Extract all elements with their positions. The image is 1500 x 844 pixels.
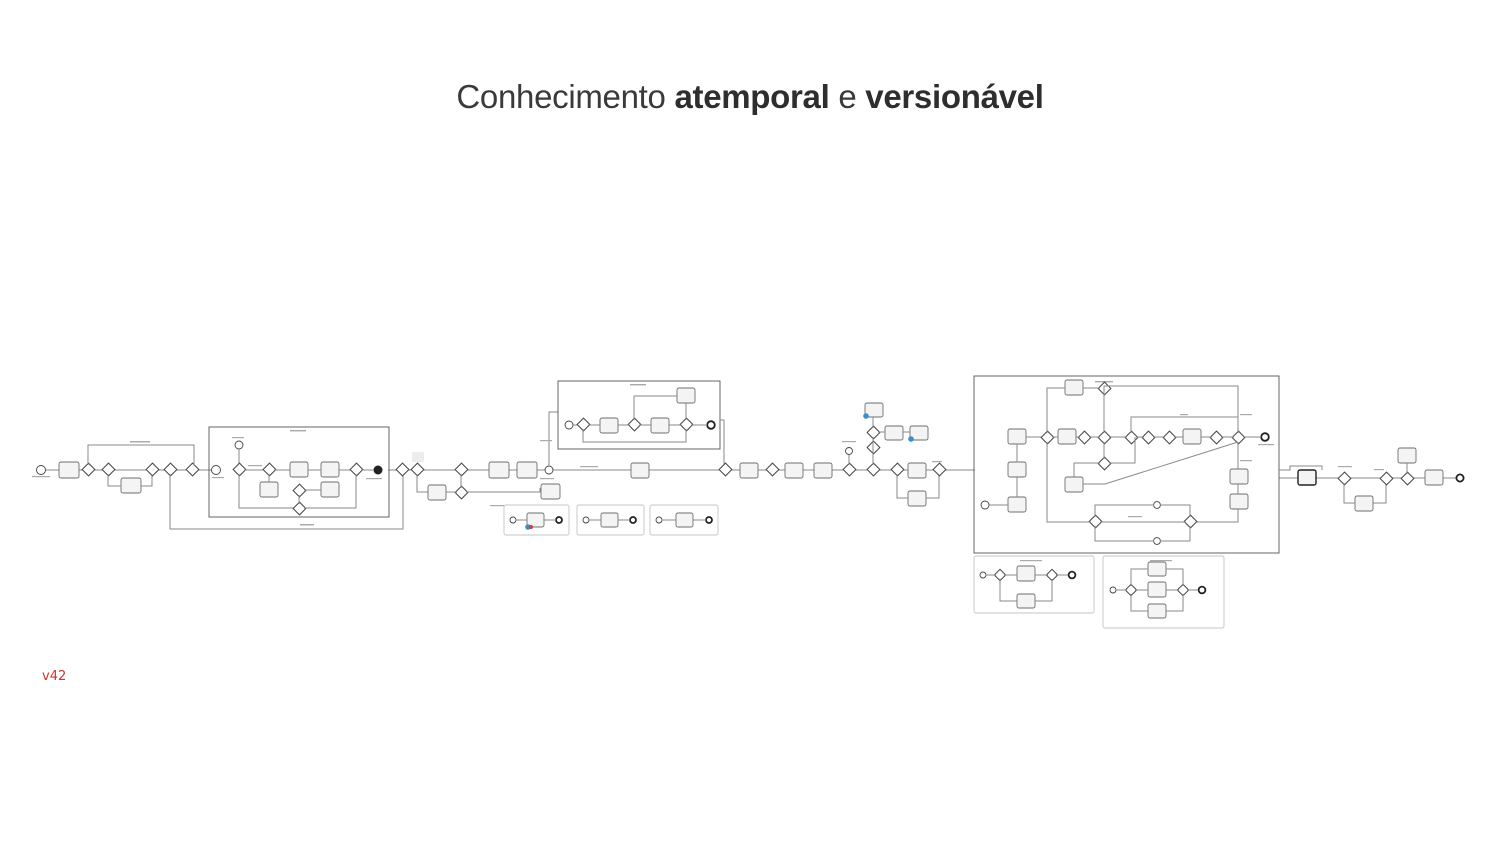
gateway — [81, 462, 96, 477]
start-event — [36, 465, 46, 475]
event-subprocesses — [503, 504, 719, 536]
gateway — [145, 462, 160, 477]
process-section-4 — [1279, 447, 1465, 512]
title-text-2: e — [829, 78, 866, 115]
process-section-1 — [32, 441, 404, 530]
subprocess-2 — [557, 380, 725, 466]
task — [120, 477, 142, 494]
title-bold-2: versionável — [865, 78, 1044, 115]
version-label: v42 — [42, 669, 67, 684]
gateway — [185, 462, 200, 477]
title-text-1: Conhecimento — [456, 78, 675, 115]
process-section-3 — [580, 402, 947, 507]
gateway — [163, 462, 178, 477]
subprocess-1 — [208, 426, 390, 518]
title-bold-1: atemporal — [674, 78, 830, 115]
slide-title: Conhecimento atemporal e versionável — [0, 78, 1500, 116]
process-section-2 — [395, 411, 561, 507]
subprocess-3 — [973, 375, 1280, 554]
gateway — [101, 462, 116, 477]
task — [58, 461, 80, 479]
bottom-subprocesses — [973, 555, 1225, 629]
